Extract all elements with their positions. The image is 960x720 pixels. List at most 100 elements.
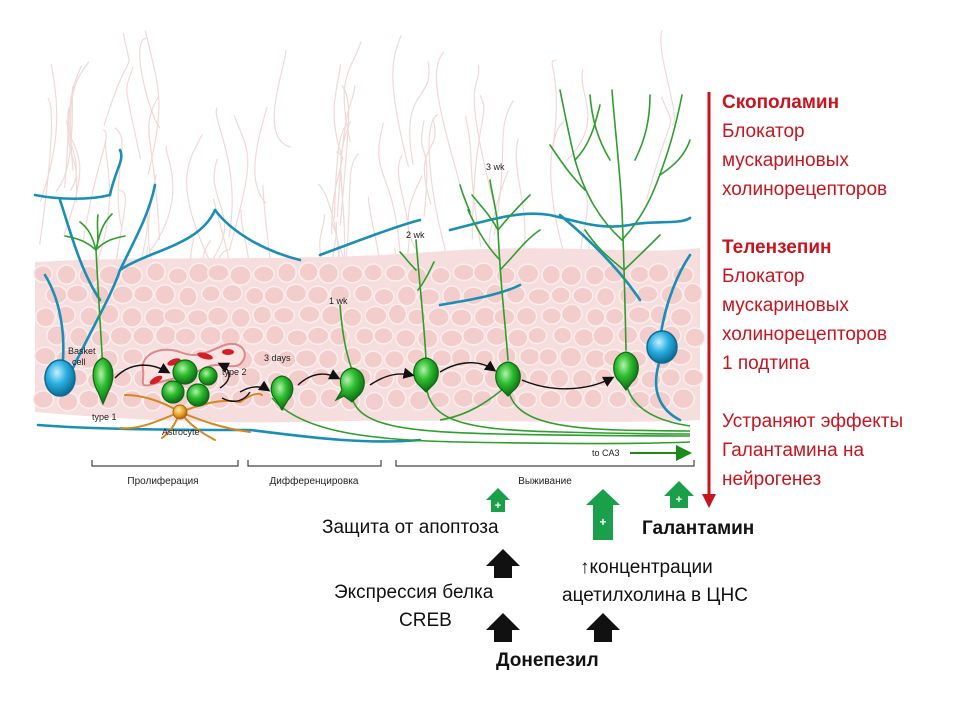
fibre [473,64,497,213]
granule-cell [671,387,695,410]
fibre [144,30,160,175]
granule-cell [320,304,344,327]
fibre [333,126,346,219]
fibre [39,63,58,203]
telenzepine-desc-3: холинорецепторов [722,324,888,345]
granule-cell [154,284,176,306]
granule-cell [341,307,363,328]
granule-cell [199,325,223,347]
granule-cell [440,329,464,348]
fibre [464,115,482,247]
granule-cell [329,284,351,304]
fibre [64,65,83,188]
3days-label: 3 days [264,353,291,363]
granule-cell [518,347,541,366]
granule-cell [682,282,703,304]
granule-cell [363,350,384,369]
granule-cell [364,391,385,412]
granule-cell [585,307,606,327]
granule-cell [560,265,583,287]
granule-cell [142,391,163,412]
telenzepine-desc-1: Блокатор [722,266,805,287]
fibre [435,51,463,194]
fibre [148,145,174,254]
fibre [126,66,142,160]
drug-annotations: Скополамин Блокатор мускариновых холинор… [722,88,903,494]
granule-cell [298,305,321,324]
astrocyte-label: Astrocyte [162,427,200,437]
granule-cell [471,389,494,408]
fibre [646,96,672,200]
granule-cell [373,326,394,345]
granule-cell [252,389,274,408]
ach-label-line2: ацетилхолина в ЦНС [562,585,748,606]
granule-cell [538,347,559,366]
granule-cell [495,266,516,285]
granule-cell [310,367,332,387]
fibre [333,64,344,160]
arrow-creb-to-apoptosis [486,549,520,578]
granule-cell [252,305,273,325]
granule-cell [56,264,77,285]
granule-cell [121,347,145,366]
granule-cell [386,388,407,409]
granule-cell [572,286,594,305]
granule-cell [472,262,495,283]
granule-cell [317,349,339,370]
granule-cell [627,305,651,325]
granule-cell [178,286,198,308]
stage-arrows [114,360,615,402]
granule-cell [541,264,562,285]
fibre [423,118,436,205]
granule-cell [507,328,529,348]
granule-cell [284,283,308,303]
granule-cell [550,286,571,305]
granule-cell [461,326,486,346]
scopolamine-name: Скополамин [722,92,840,113]
granule-cell [240,366,262,388]
granule-cell [647,263,670,284]
granule-cell [229,265,252,286]
granule-cell [78,389,101,409]
granule-cell [485,326,508,347]
galantamine-label: Галантамин [642,518,755,539]
granule-cell [252,349,274,368]
astrocyte-cell [172,404,188,420]
granule-cell [298,262,319,283]
granule-cell [363,263,384,282]
stage-proliferation: Пролиферация [127,475,198,487]
granule-cell [573,327,595,348]
granule-cell [111,285,135,305]
fibre [69,61,90,171]
fibre [93,139,111,271]
fibre [409,61,430,165]
telenzepine-desc-2: мускариновых [722,295,849,316]
granule-cell [549,368,570,389]
2wk-label: 2 wk [406,230,425,240]
granule-cell [684,327,706,348]
fibre [421,120,428,217]
granule-cell [263,285,285,306]
granule-cell [286,328,309,347]
granule-cell [167,267,189,285]
granule-cell [163,307,187,325]
telenzepine-name: Телензепин [722,237,832,258]
granule-cell [584,265,605,286]
granule-cell [32,390,55,409]
granule-cell [241,326,265,345]
fibre [139,37,161,129]
granule-cell [33,346,57,366]
creb-label-line1: Экспрессия белка [334,582,494,603]
fibre [471,94,485,240]
granule-cell [604,307,625,326]
donepezil-label: Донепезил [496,650,599,671]
granule-cell [462,286,486,306]
fibre [67,107,78,192]
svg-text:+: + [676,494,682,506]
stage-differentiation: Дифференцировка [270,475,359,487]
granule-cell [595,286,616,307]
svg-text:+: + [495,500,501,512]
granule-cell [221,283,243,303]
fibre [565,69,589,162]
svg-text:+: + [599,515,606,529]
